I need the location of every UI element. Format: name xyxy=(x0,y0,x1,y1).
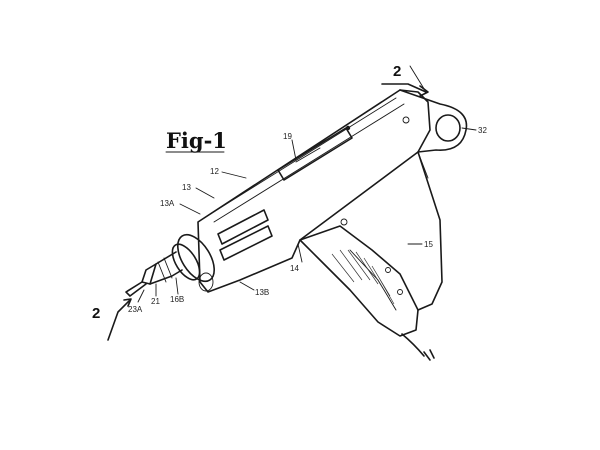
leader-13a xyxy=(179,203,201,215)
side-vent-lower xyxy=(219,225,273,261)
ref-label-32: 32 xyxy=(478,126,487,135)
top-slot-inner xyxy=(295,137,331,163)
barrel-screw-2 xyxy=(402,116,410,124)
power-cord xyxy=(401,333,425,357)
ref-label-13b: 13B xyxy=(255,288,269,297)
leader-23a xyxy=(137,289,145,303)
ref-label-13a: 13A xyxy=(160,199,175,208)
lower-collar-knob xyxy=(198,272,214,292)
section-mark-top: 2 xyxy=(393,63,401,80)
leader-14 xyxy=(297,243,303,263)
ref-label-14: 14 xyxy=(290,264,299,273)
handle-screw-1 xyxy=(385,267,391,273)
handle-grip xyxy=(299,225,419,337)
top-screw xyxy=(345,125,351,131)
nozzle-point xyxy=(125,281,147,297)
section-arrowhead-top xyxy=(419,85,429,97)
cord-end xyxy=(423,349,435,361)
barrel-top-ridge xyxy=(203,97,397,219)
handle-screw-2 xyxy=(397,289,403,295)
section-arrowhead-bottom xyxy=(123,298,132,307)
rear-hanger xyxy=(399,89,468,153)
leader-12 xyxy=(221,171,247,179)
front-collar xyxy=(177,233,215,283)
grip-hatching xyxy=(331,249,395,305)
top-slot-window xyxy=(277,127,353,181)
figure-title: Fig-1 xyxy=(166,128,227,153)
ref-label-19: 19 xyxy=(283,132,292,141)
barrel-screw-1 xyxy=(340,218,348,226)
section-arrow-bottom xyxy=(107,299,131,341)
ref-label-12: 12 xyxy=(210,167,219,176)
leader-19 xyxy=(291,139,297,161)
side-vent-upper xyxy=(217,209,269,245)
barrel-housing xyxy=(197,89,431,293)
ref-label-15: 15 xyxy=(424,240,433,249)
handle-inner-edge xyxy=(349,249,397,311)
leader-13 xyxy=(195,187,215,199)
barrel-top-ridge-2 xyxy=(213,103,405,223)
ref-label-21: 21 xyxy=(151,297,160,306)
section-line-top-stem xyxy=(409,65,427,93)
ref-label-13: 13 xyxy=(182,183,191,192)
ref-label-16b: 16B xyxy=(170,295,184,304)
hanger-hole xyxy=(435,114,461,142)
handle-rear xyxy=(417,151,443,311)
section-mark-bottom: 2 xyxy=(92,305,100,322)
leader-32 xyxy=(461,127,477,131)
ref-label-23a: 23A xyxy=(128,305,143,314)
leader-13b xyxy=(239,281,255,291)
section-arrow-top xyxy=(381,83,427,93)
nozzle-tip xyxy=(141,263,157,285)
leader-16b xyxy=(175,277,179,295)
front-collar-inner xyxy=(171,243,201,281)
nozzle-rings xyxy=(157,257,173,283)
